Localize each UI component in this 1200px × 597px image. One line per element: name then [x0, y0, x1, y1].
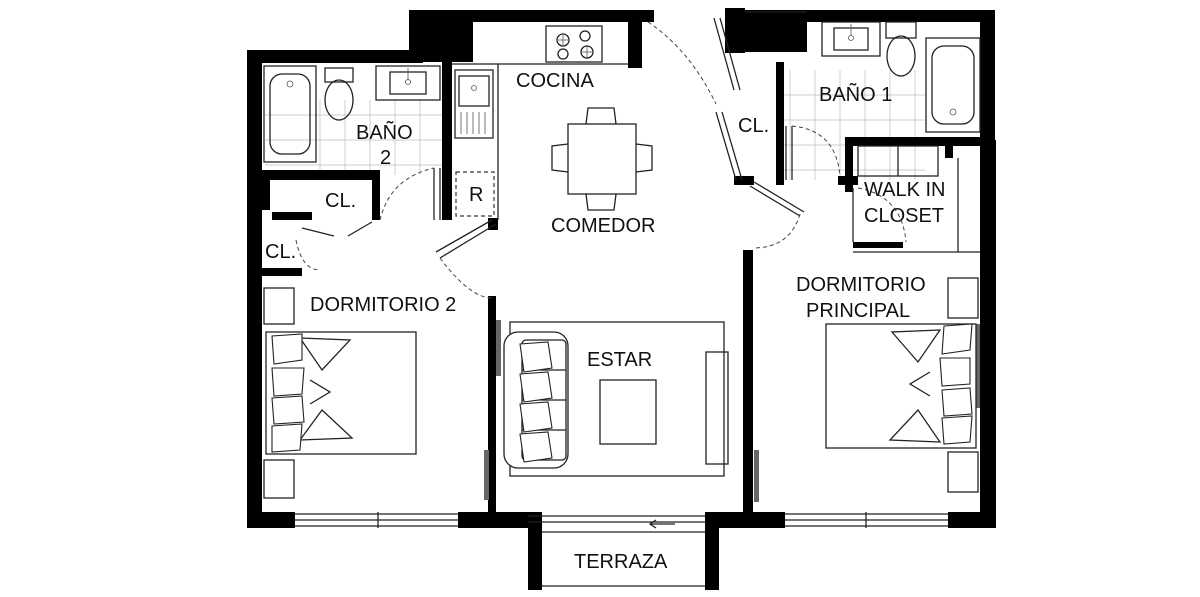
chair-top — [585, 107, 617, 125]
refrigerator — [455, 171, 495, 217]
chair-bottom — [585, 193, 617, 211]
label-comedor: COMEDOR — [551, 215, 655, 237]
label-closet-left-lower: CL. — [265, 241, 296, 263]
bathtub-2 — [263, 65, 317, 163]
dining-table — [567, 123, 637, 195]
living-furniture — [503, 321, 729, 477]
nightstand-top-right — [947, 277, 979, 319]
label-bano-1: BAÑO 1 — [819, 82, 892, 106]
label-cocina: COCINA — [516, 70, 594, 92]
bathroom-2-fixtures — [263, 65, 441, 163]
room-labels: COCINA BAÑO 1 BAÑO 2 CL. CL. CL. R COMED… — [265, 70, 946, 573]
chair-left — [551, 143, 569, 173]
bathtub-2-basin — [269, 73, 311, 155]
walk-in-shelves — [853, 145, 980, 253]
nightstand-top-left — [263, 287, 295, 325]
label-refrigerator: R — [469, 184, 483, 206]
toilet-2-tank — [324, 67, 354, 83]
label-dormitorio-principal-line1: DORMITORIO — [796, 274, 926, 296]
master-bedroom-furniture — [825, 277, 979, 493]
label-bano-2-line1: BAÑO — [356, 120, 413, 144]
toilet-1-tank — [885, 21, 917, 39]
walls — [247, 8, 996, 590]
label-bano-2-line2: 2 — [380, 147, 391, 169]
kitchen-sink-basin — [458, 75, 490, 107]
doors — [295, 17, 907, 299]
dining-set — [551, 107, 653, 211]
label-walk-in-line1: WALK IN — [864, 179, 946, 201]
nightstand-bottom-right — [947, 451, 979, 493]
tv-stand — [705, 351, 729, 465]
label-terraza: TERRAZA — [574, 551, 668, 573]
bathroom-1-fixtures — [821, 21, 981, 133]
label-estar: ESTAR — [587, 349, 652, 371]
nightstand-bottom-left — [263, 459, 295, 499]
bathroom-2-tiles — [265, 100, 442, 175]
label-closet-right: CL. — [738, 115, 769, 137]
stove — [545, 25, 603, 63]
label-walk-in-line2: CLOSET — [864, 205, 944, 227]
label-dormitorio-2: DORMITORIO 2 — [310, 294, 456, 316]
kitchen-sink — [454, 69, 494, 139]
bathtub-1-basin — [931, 45, 975, 125]
label-closet-left-upper: CL. — [325, 190, 356, 212]
kitchen-fixtures — [452, 25, 628, 220]
bedroom-2-furniture — [263, 287, 417, 499]
label-dormitorio-principal-line2: PRINCIPAL — [806, 300, 910, 322]
sink-1 — [821, 21, 881, 57]
coffee-table — [599, 379, 657, 445]
bathtub-1 — [925, 37, 981, 133]
toilet-1-bowl — [886, 35, 916, 77]
toilet-2-bowl — [324, 79, 354, 121]
windows — [295, 11, 948, 587]
sink-2 — [375, 65, 441, 101]
chair-right — [635, 143, 653, 173]
curtains — [484, 320, 980, 502]
